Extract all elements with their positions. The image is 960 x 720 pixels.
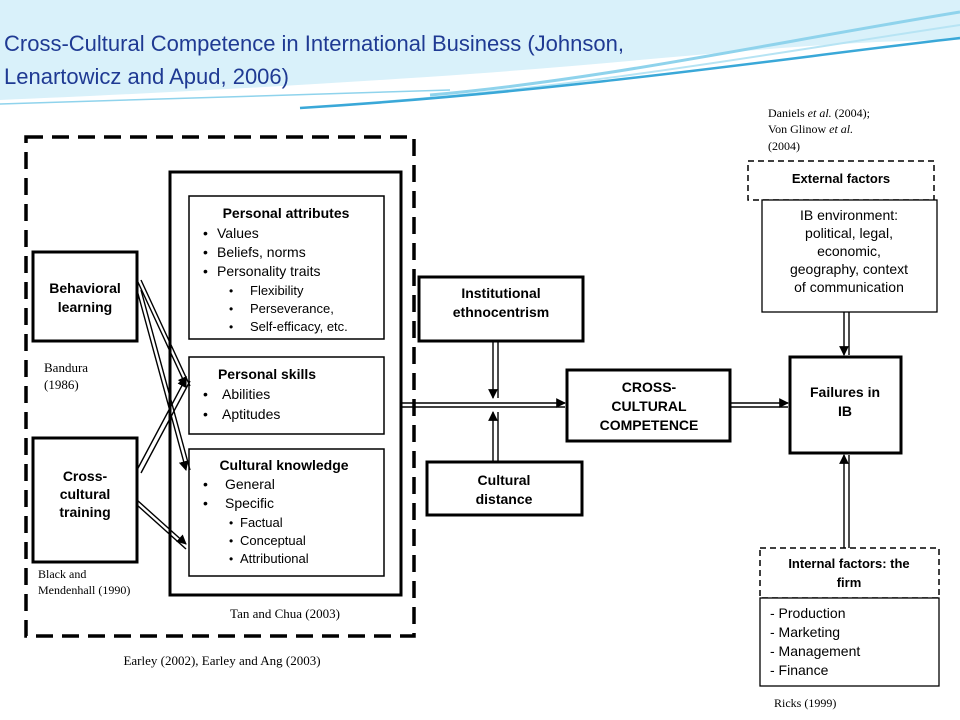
knowledge-conceptual: Conceptual (240, 533, 306, 548)
cross-cultural-competence-box (565, 368, 732, 443)
sub-bullet-dot: • (229, 320, 233, 334)
internal-factors-label-2: firm (837, 575, 862, 590)
sub-bullet-dot: • (229, 552, 233, 566)
sub-bullet-dot: • (229, 516, 233, 530)
bandura-citation-2: (1986) (44, 377, 79, 392)
input-arrows (136, 279, 191, 550)
internal-finance: - Finance (770, 662, 829, 678)
failures-in-ib-box (788, 355, 903, 455)
ib-environment-box (761, 199, 938, 313)
bullet-dot: • (203, 476, 208, 492)
failures-label-2: IB (838, 403, 852, 419)
ib-environment-line-5: of communication (794, 279, 904, 295)
earley-dashed-frame (24, 135, 416, 638)
internal-factors-label-1: Internal factors: the (788, 556, 909, 571)
cultural-distance-box (425, 460, 584, 517)
bullet-dot: • (203, 263, 208, 279)
bullet-dot: • (203, 244, 208, 260)
trait-perseverance: Perseverance, (250, 301, 334, 316)
personal-skills-title: Personal skills (218, 366, 316, 382)
von-glinow-em: et al. (829, 122, 853, 136)
sub-bullet-dot: • (229, 284, 233, 298)
bullet-dot: • (203, 225, 208, 241)
slide-title-line-1: Cross-Cultural Competence in Internation… (4, 31, 624, 56)
daniels-citation-line-3: (2004) (768, 139, 800, 153)
knowledge-general: General (225, 476, 275, 492)
internal-marketing: - Marketing (770, 624, 840, 640)
sub-bullet-dot: • (229, 302, 233, 316)
black-mendenhall-citation-2: Mendenhall (1990) (38, 583, 130, 597)
knowledge-specific: Specific (225, 495, 274, 511)
flow-arrows (401, 341, 789, 462)
bullet-dot: • (203, 495, 208, 511)
trait-self-efficacy: Self-efficacy, etc. (250, 319, 348, 334)
institutional-ethnocentrism-box (417, 275, 585, 343)
personal-attributes-title: Personal attributes (223, 205, 350, 221)
external-factors-label: External factors (792, 171, 890, 186)
ib-environment-line-1: IB environment: (800, 207, 898, 223)
ib-environment-line-3: economic, (817, 243, 881, 259)
competence-label-2: CULTURAL (611, 398, 687, 414)
title-banner-decoration (0, 0, 960, 110)
cultural-knowledge-box (188, 448, 385, 577)
institutional-label-1: Institutional (461, 285, 540, 301)
slide-title-line-2: Lenartowicz and Apud, 2006) (4, 64, 289, 89)
failures-label-1: Failures in (810, 384, 880, 400)
daniels-em: et al. (808, 106, 832, 120)
daniels-citation-line-2: Von Glinow et al. (768, 122, 853, 136)
training-label-2: cultural (60, 486, 111, 502)
attribute-values: Values (217, 225, 259, 241)
ib-environment-line-2: political, legal, (805, 225, 893, 241)
skill-abilities: Abilities (222, 386, 270, 402)
external-factors-header (747, 160, 935, 201)
tan-chua-frame (168, 170, 403, 597)
earley-citation: Earley (2002), Earley and Ang (2003) (123, 653, 320, 668)
personal-skills-box (188, 356, 385, 435)
ib-environment-line-4: geography, context (790, 261, 908, 277)
skill-aptitudes: Aptitudes (222, 406, 280, 422)
factor-arrows (839, 312, 850, 548)
sub-bullet-dot: • (229, 534, 233, 548)
competence-label-3: COMPETENCE (600, 417, 699, 433)
behavioral-learning-label-2: learning (58, 299, 112, 315)
cultural-distance-label-2: distance (476, 491, 533, 507)
von-glinow-pre: Von Glinow (768, 122, 829, 136)
slide-title: Cross-Cultural Competence in Internation… (4, 27, 904, 93)
bandura-citation-1: Bandura (44, 360, 88, 375)
behavioral-learning-box (31, 250, 139, 343)
attribute-personality: Personality traits (217, 263, 320, 279)
cultural-distance-label-1: Cultural (478, 472, 531, 488)
attribute-beliefs: Beliefs, norms (217, 244, 306, 260)
knowledge-attributional: Attributional (240, 551, 309, 566)
tan-chua-citation: Tan and Chua (2003) (230, 606, 340, 621)
bullet-dot: • (203, 386, 208, 402)
competence-label-1: CROSS- (622, 379, 677, 395)
daniels-post: (2004); (832, 106, 870, 120)
cultural-knowledge-title: Cultural knowledge (219, 457, 348, 473)
ricks-citation: Ricks (1999) (774, 696, 836, 710)
internal-management: - Management (770, 643, 860, 659)
daniels-pre: Daniels (768, 106, 808, 120)
personal-attributes-box (188, 195, 385, 340)
trait-flexibility: Flexibility (250, 283, 304, 298)
daniels-citation-line-1: Daniels et al. (2004); (768, 106, 870, 120)
training-label-1: Cross- (63, 468, 108, 484)
institutional-label-2: ethnocentrism (453, 304, 549, 320)
internal-factors-list-box (759, 597, 940, 687)
knowledge-factual: Factual (240, 515, 283, 530)
black-mendenhall-citation-1: Black and (38, 567, 86, 581)
behavioral-learning-label-1: Behavioral (49, 280, 121, 296)
internal-production: - Production (770, 605, 845, 621)
training-label-3: training (59, 504, 110, 520)
bullet-dot: • (203, 406, 208, 422)
internal-factors-header (759, 547, 940, 599)
